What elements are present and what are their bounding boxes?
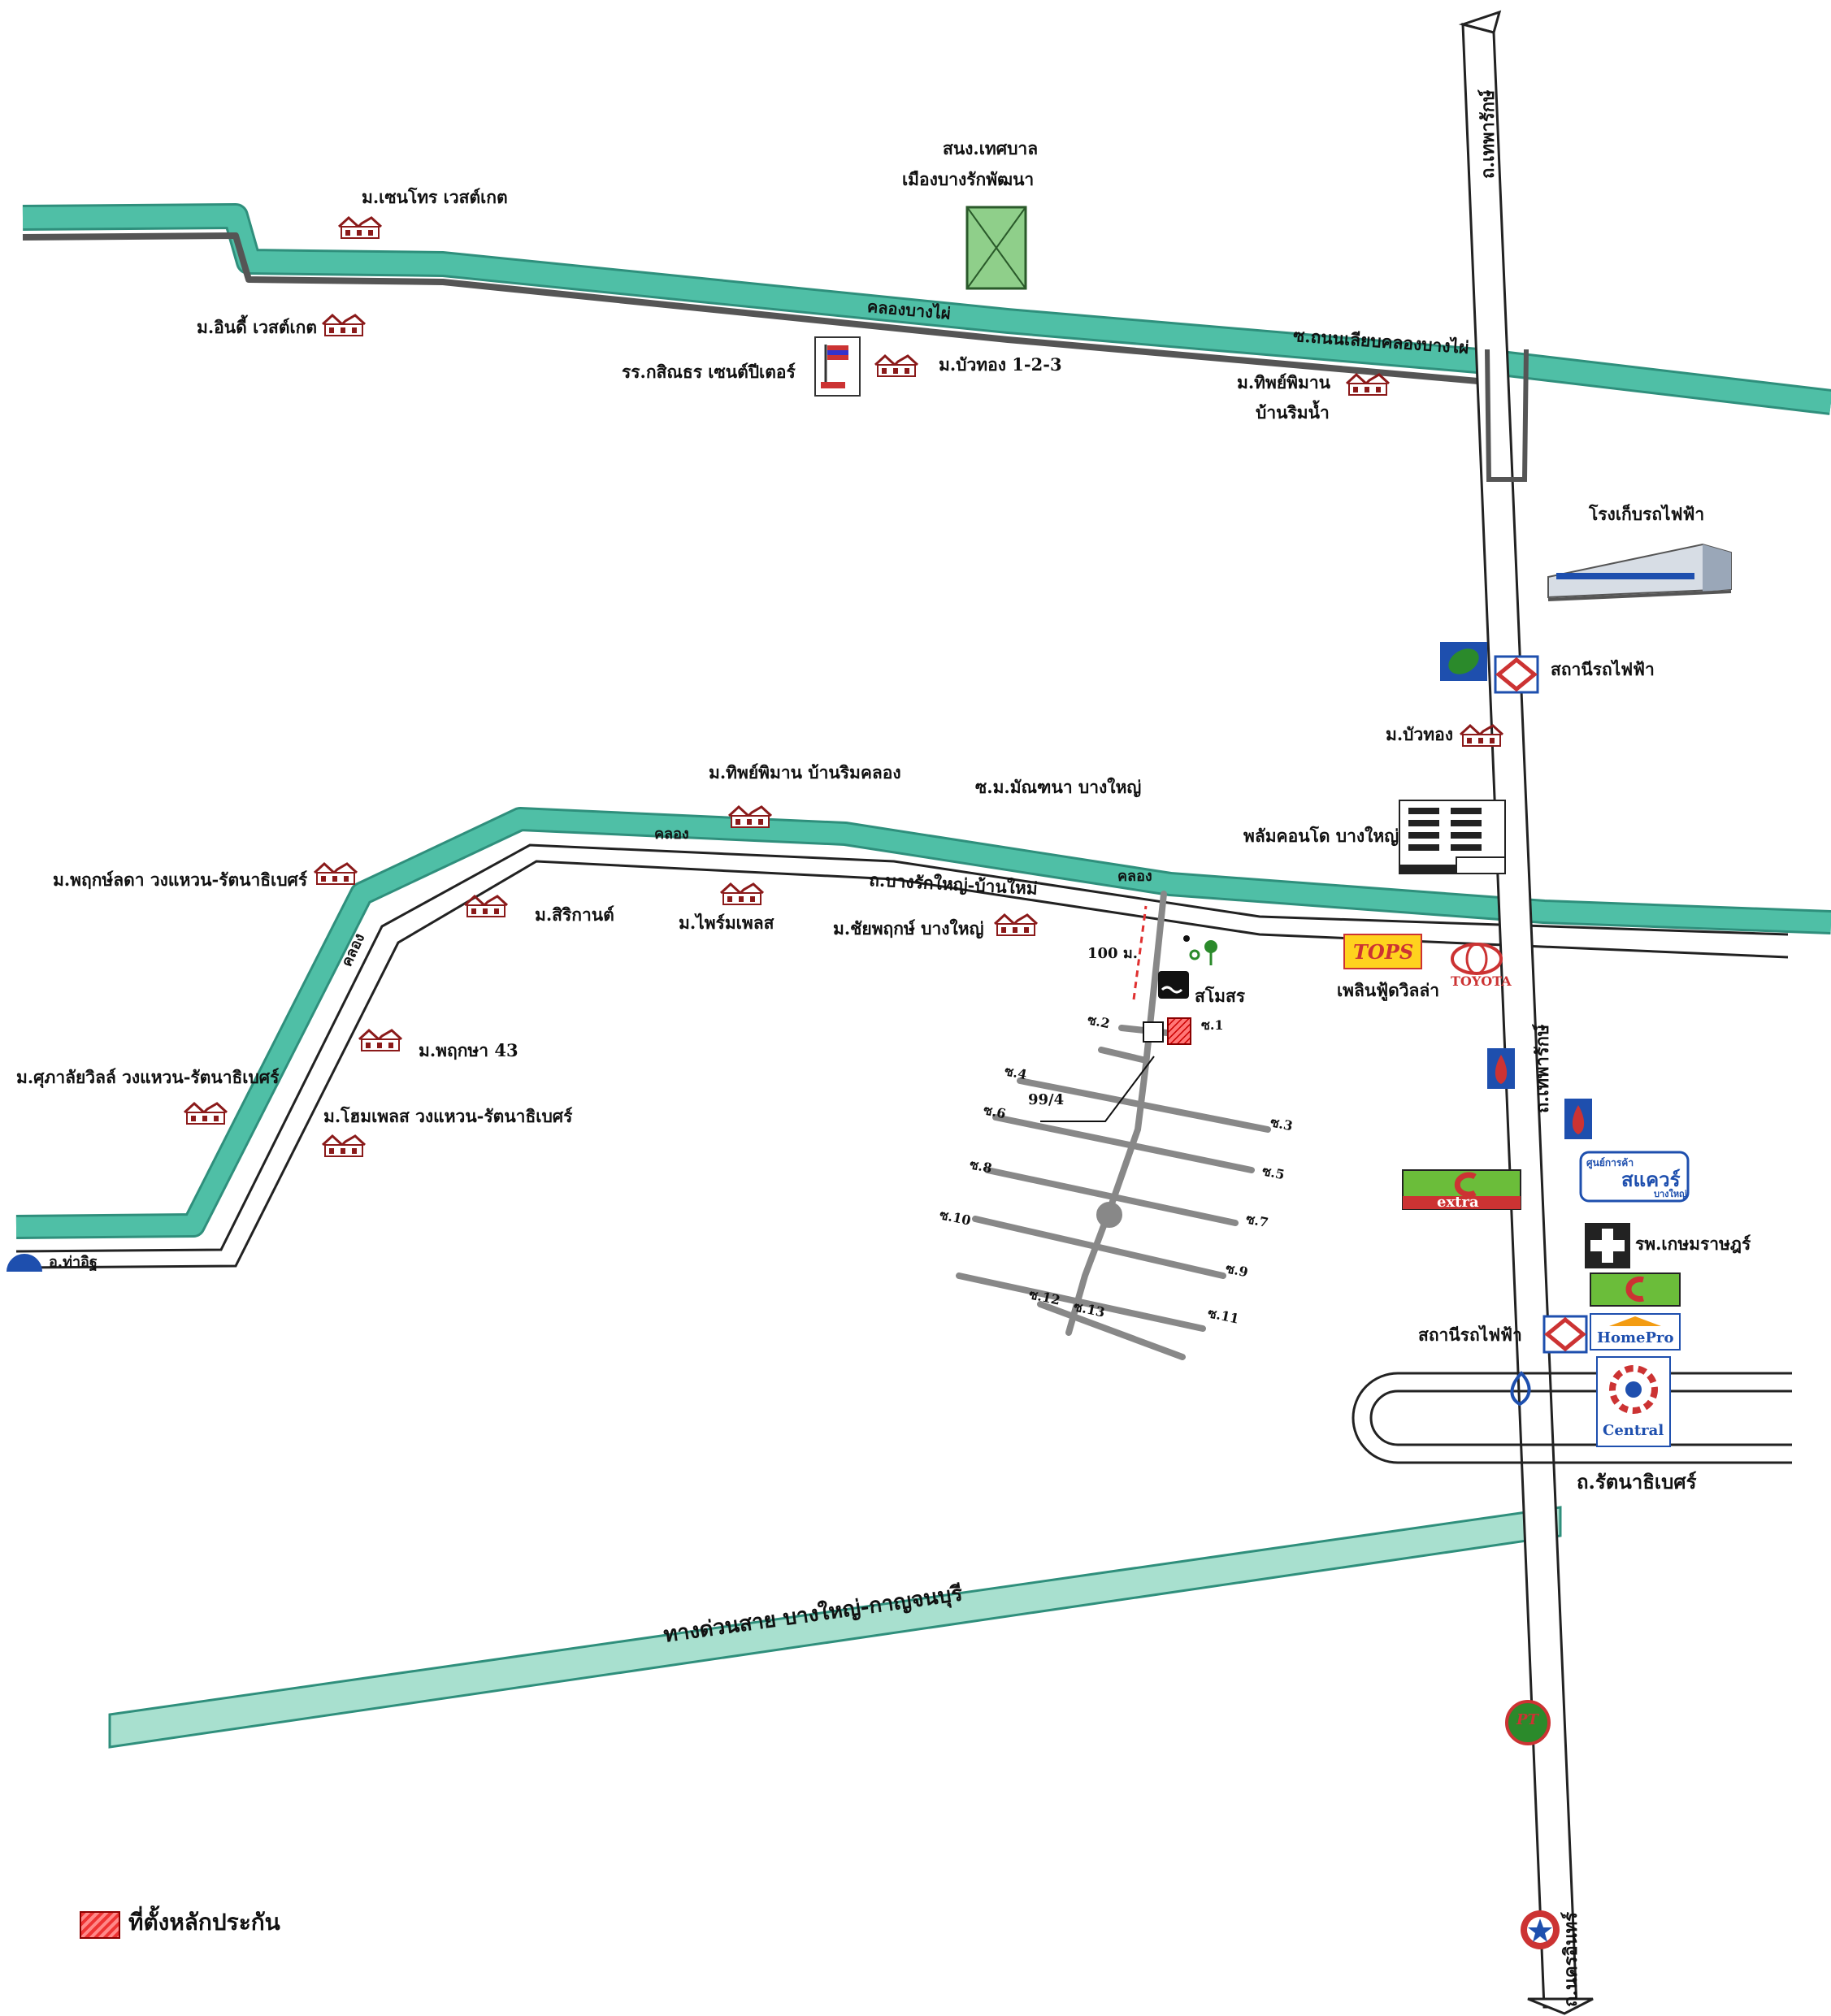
road-label-rattanathibet: ถ.รัตนาธิเบศร์ — [1577, 1470, 1697, 1494]
place-buathong: ม.บัวทอง — [1386, 724, 1453, 744]
bank-leaf-icon — [1440, 642, 1487, 681]
place-plearn-villa: เพลินฟู้ดวิลล่า — [1337, 980, 1440, 1000]
road-label-tha-it: อ.ท่าอิฐ — [49, 1254, 98, 1271]
pool-icon — [1158, 971, 1189, 999]
place-thipphiman-2: บ้านริมน้ำ — [1256, 402, 1330, 423]
place-thipphiman-khlong: ม.ทิพย์พิมาน บ้านริมคลอง — [709, 762, 901, 783]
toyota-logo-text: TOYOTA — [1451, 973, 1512, 989]
house-icon — [463, 895, 509, 918]
road-label-thepharak-side: ถ.เทพารักษ์ — [1532, 1024, 1553, 1114]
caltex-icon — [1521, 1910, 1560, 1949]
plot-marker — [1143, 1021, 1164, 1043]
house-icon — [321, 314, 367, 337]
canal-middle — [15, 807, 1831, 1239]
place-supalai-ville: ม.ศุภาลัยวิลล์ วงแหวน-รัตนาธิเบศร์ — [16, 1067, 280, 1087]
soi-network — [956, 891, 1271, 1360]
house-icon — [358, 1029, 403, 1052]
square-logo — [1579, 1151, 1690, 1203]
house-icon — [993, 913, 1039, 937]
road-label-nakhon-in: ถ.นครอินทร์ — [1560, 1911, 1582, 2007]
collateral-plot[interactable] — [1167, 1017, 1191, 1045]
legend-collateral-swatch — [80, 1911, 120, 1939]
place-hospital: รพ.เกษมราษฎร์ — [1635, 1233, 1751, 1254]
skytrain-icon — [1547, 543, 1732, 601]
ptt-icon-1 — [1487, 1048, 1515, 1089]
place-chaiyaphruek: ม.ชัยพฤกษ์ บางใหญ่ — [833, 918, 984, 939]
place-depot: โรงเก็บรถไฟฟ้า — [1589, 504, 1705, 524]
place-sirikarn: ม.สิริกานต์ — [535, 904, 614, 925]
road-rattanathibet — [1352, 1372, 1792, 1464]
homepro-logo-text: HomePro — [1597, 1329, 1674, 1346]
place-plum-condo: พลัมคอนโด บางใหญ่ — [1243, 826, 1399, 846]
road-bang-rak-yai — [15, 843, 1789, 1269]
pt-gas-icon — [1505, 1700, 1551, 1745]
ptt-icon-2 — [1564, 1099, 1592, 1139]
place-sena-westgate: ม.เซนโทร เวสต์เกต — [362, 187, 508, 207]
place-municipality-1: สนง.เทศบาล — [943, 138, 1039, 158]
place-buathong-123: ม.บัวทอง 1-2-3 — [939, 354, 1062, 375]
extra-logo-text: extra — [1437, 1194, 1479, 1211]
tops-logo-text: TOPS — [1353, 940, 1414, 964]
station-icon-1 — [1494, 655, 1539, 694]
central-logo — [1596, 1356, 1671, 1447]
canal-label-1: คลอง — [654, 826, 689, 843]
municipality-icon — [965, 206, 1027, 290]
place-pool: สโมสร — [1195, 986, 1246, 1006]
house-icon — [1345, 373, 1391, 397]
legend-collateral-label: ที่ตั้งหลักประกัน — [128, 1909, 280, 1936]
soi-main-label: ซ.ม.มัณฑนา บางใหญ่ — [975, 777, 1142, 797]
house-icon — [321, 1134, 367, 1158]
house-icon — [183, 1102, 228, 1125]
tops-logo — [1343, 934, 1422, 969]
plot-number-label: 99/4 — [1028, 1091, 1065, 1108]
condo-buildings-icon — [1399, 800, 1506, 874]
expressway — [108, 1506, 1562, 1749]
canal-label-2: คลอง — [1117, 868, 1152, 885]
place-municipality-2: เมืองบางรักพัฒนา — [902, 169, 1035, 189]
place-indy-westgate: ม.อินดี้ เวสต์เกต — [197, 317, 318, 337]
place-station-1: สถานีรถไฟฟ้า — [1551, 659, 1655, 679]
road-thepharak — [1458, 10, 1594, 2015]
place-phruksa-lada: ม.พฤกษ์ลดา วงแหวน-รัตนาธิเบศร์ — [53, 869, 308, 890]
house-icon — [1459, 724, 1504, 748]
park-icon — [1183, 935, 1217, 965]
toyota-logo — [1451, 943, 1503, 975]
house-icon — [719, 882, 765, 906]
homepro-logo — [1590, 1313, 1681, 1351]
pointer-line — [1040, 1056, 1155, 1122]
house-icon — [313, 862, 358, 886]
house-icon — [337, 216, 383, 240]
school-flag-icon — [814, 336, 861, 397]
square-logo-small: ศูนย์การค้า — [1586, 1157, 1634, 1168]
road-label-thepharak-top: ถ.เทพารักษ์ — [1477, 89, 1499, 180]
station-icon-2 — [1542, 1315, 1588, 1354]
hospital-icon — [1585, 1223, 1630, 1268]
place-phruksa-43: ม.พฤกษา 43 — [419, 1040, 518, 1060]
square-logo-main: สแควร์ — [1621, 1168, 1681, 1191]
distance-label: 100 ม. — [1087, 945, 1138, 962]
house-icon — [874, 354, 919, 378]
central-logo-text: Central — [1603, 1422, 1664, 1439]
square-logo-sub: บางใหญ่ — [1654, 1189, 1687, 1199]
house-icon — [727, 805, 773, 829]
big-c-logo — [1590, 1272, 1681, 1307]
pt-logo-text: PT — [1516, 1711, 1538, 1728]
soi-label-1: ซ.1 — [1201, 1017, 1224, 1033]
place-private-place: ม.ไพร์มเพลส — [679, 913, 774, 933]
place-thipphiman-1: ม.ทิพย์พิมาน — [1237, 372, 1330, 392]
big-c-extra-logo — [1402, 1169, 1521, 1210]
bangkok-bank-icon — [1510, 1371, 1531, 1407]
place-station-2: สถานีรถไฟฟ้า — [1418, 1324, 1522, 1345]
tha-it-marker — [7, 1254, 42, 1272]
place-home-place: ม.โฮมเพลส วงแหวน-รัตนาธิเบศร์ — [323, 1106, 573, 1126]
place-school: รร.กสิณธร เซนต์ปีเตอร์ — [622, 362, 796, 382]
distance-marker — [1132, 905, 1148, 1000]
